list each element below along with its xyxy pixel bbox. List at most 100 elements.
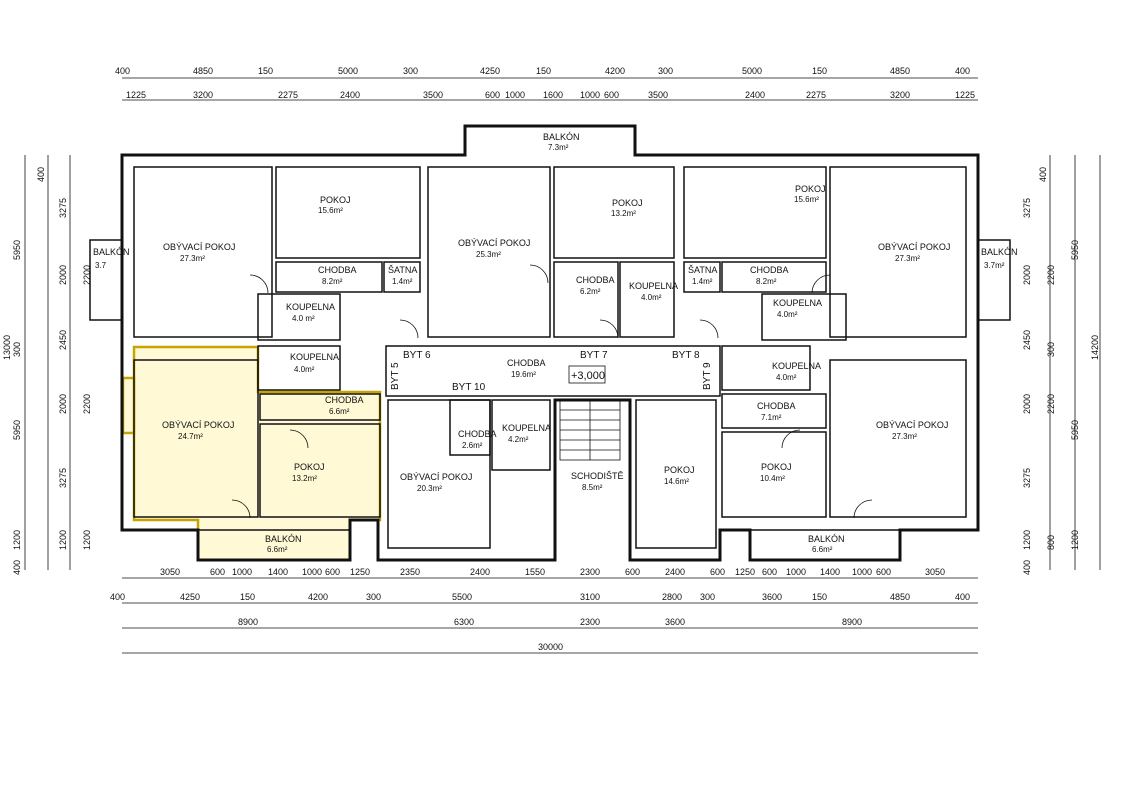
svg-text:14.6m²: 14.6m²	[664, 477, 689, 486]
svg-text:OBÝVACÍ POKOJ: OBÝVACÍ POKOJ	[876, 420, 948, 430]
svg-text:KOUPELNA: KOUPELNA	[286, 302, 335, 312]
dim-label: 2300	[580, 617, 600, 627]
dim-label: 400	[1022, 560, 1032, 575]
svg-text:8.2m²: 8.2m²	[322, 277, 343, 286]
dim-label: 1000	[852, 567, 872, 577]
room-label: OBÝVACÍ POKOJ 27.3m²	[878, 242, 950, 263]
dim-label: 1000	[786, 567, 806, 577]
svg-text:CHODBA: CHODBA	[318, 265, 357, 275]
dim-label: 1550	[525, 567, 545, 577]
dim-label: 1250	[735, 567, 755, 577]
svg-text:1.4m²: 1.4m²	[692, 277, 713, 286]
dim-label: 3500	[423, 90, 443, 100]
dim-label: 2000	[58, 394, 68, 414]
dim-left-col-2: 400 3275 2000 2450 2000 3275 1200	[36, 167, 68, 550]
unit-label: BYT 9	[702, 362, 713, 390]
svg-text:SCHODIŠTĚ: SCHODIŠTĚ	[571, 471, 624, 481]
dim-label: 1200	[58, 530, 68, 550]
svg-text:KOUPELNA: KOUPELNA	[772, 361, 821, 371]
dim-label: 3200	[890, 90, 910, 100]
dim-label: 5000	[742, 66, 762, 76]
svg-text:8.5m²: 8.5m²	[582, 483, 603, 492]
dim-bottom-row-1: 3050 600 1000 1400 1000 600 1250 2350 24…	[160, 567, 945, 577]
dim-label: 2200	[82, 394, 92, 414]
svg-text:KOUPELNA: KOUPELNA	[290, 352, 339, 362]
dim-label: 1400	[820, 567, 840, 577]
svg-text:24.7m²: 24.7m²	[178, 432, 203, 441]
dim-label: 400	[115, 66, 130, 76]
svg-text:OBÝVACÍ POKOJ: OBÝVACÍ POKOJ	[163, 242, 235, 252]
dim-label: 2350	[400, 567, 420, 577]
svg-text:4.2m²: 4.2m²	[508, 435, 529, 444]
dim-label: 1200	[82, 530, 92, 550]
svg-text:BALKÓN: BALKÓN	[808, 534, 845, 544]
svg-text:7.3m²: 7.3m²	[548, 143, 569, 152]
dim-label: 400	[12, 560, 22, 575]
dim-label: 4850	[890, 66, 910, 76]
dim-label: 3275	[1022, 468, 1032, 488]
dim-label: 300	[403, 66, 418, 76]
unit-label: BYT 5	[390, 362, 401, 390]
svg-text:4.0m²: 4.0m²	[641, 293, 662, 302]
dim-label: 2400	[470, 567, 490, 577]
svg-text:6.2m²: 6.2m²	[580, 287, 601, 296]
dim-label: 150	[536, 66, 551, 76]
svg-text:8.2m²: 8.2m²	[756, 277, 777, 286]
dim-label: 600	[485, 90, 500, 100]
unit-label: BYT 8	[672, 350, 700, 361]
dim-label: 1200	[12, 530, 22, 550]
svg-text:3.7: 3.7	[95, 261, 107, 270]
dim-label: 5000	[338, 66, 358, 76]
svg-text:27.3m²: 27.3m²	[895, 254, 920, 263]
svg-text:ŠATNA: ŠATNA	[688, 265, 717, 275]
unit-label: BYT 7	[580, 350, 608, 361]
svg-text:OBÝVACÍ POKOJ: OBÝVACÍ POKOJ	[878, 242, 950, 252]
room-label: ŠATNA 1.4m²	[688, 265, 717, 286]
svg-text:6.6m²: 6.6m²	[267, 545, 288, 554]
svg-text:ŠATNA: ŠATNA	[388, 265, 417, 275]
dim-label: 400	[1038, 167, 1048, 182]
svg-text:15.6m²: 15.6m²	[318, 206, 343, 215]
svg-text:19.6m²: 19.6m²	[511, 370, 536, 379]
dim-label: 3050	[925, 567, 945, 577]
svg-text:13.2m²: 13.2m²	[292, 474, 317, 483]
dim-label: 1600	[543, 90, 563, 100]
dim-label: 4200	[308, 592, 328, 602]
level-label: +3,000	[571, 370, 605, 382]
svg-text:CHODBA: CHODBA	[325, 395, 364, 405]
svg-text:OBÝVACÍ POKOJ: OBÝVACÍ POKOJ	[400, 472, 472, 482]
dim-label: 2800	[662, 592, 682, 602]
svg-text:BALKÓN: BALKÓN	[93, 247, 130, 257]
dim-label: 8900	[238, 617, 258, 627]
svg-text:POKOJ: POKOJ	[795, 184, 826, 194]
dim-label: 2275	[278, 90, 298, 100]
dim-label: 1200	[1070, 530, 1080, 550]
svg-text:OBÝVACÍ POKOJ: OBÝVACÍ POKOJ	[458, 238, 530, 248]
dim-left-total: 13000	[2, 335, 12, 360]
svg-text:KOUPELNA: KOUPELNA	[502, 423, 551, 433]
dim-bottom-row-4: 30000	[538, 642, 563, 652]
dim-right-col-2: 2200 300 2200 800	[1046, 265, 1056, 550]
svg-text:4.0m²: 4.0m²	[777, 310, 798, 319]
dim-label: 3275	[1022, 198, 1032, 218]
dim-label: 5950	[12, 240, 22, 260]
svg-text:4.0m²: 4.0m²	[776, 373, 797, 382]
dim-bottom-row-3: 8900 6300 2300 3600 8900	[238, 617, 862, 627]
dim-label: 5950	[1070, 240, 1080, 260]
svg-text:20.3m²: 20.3m²	[417, 484, 442, 493]
svg-text:1.4m²: 1.4m²	[392, 277, 413, 286]
unit-label: BYT 6	[403, 350, 431, 361]
highlighted-apartment[interactable]	[121, 345, 382, 562]
dim-label: 1400	[268, 567, 288, 577]
dim-label: 30000	[538, 642, 563, 652]
